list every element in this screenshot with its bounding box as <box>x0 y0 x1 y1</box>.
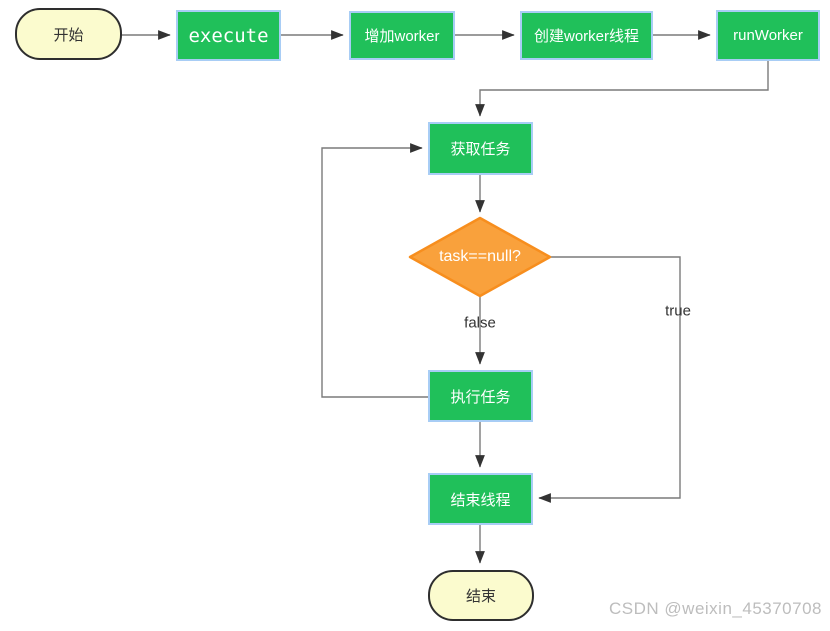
edge-decision-endthread-true <box>538 256 681 503</box>
csdn-watermark: CSDN @weixin_45370708 <box>609 599 822 618</box>
node-run-worker-label: runWorker <box>733 27 803 44</box>
node-execute-task: 执行任务 <box>428 370 533 422</box>
node-start: 开始 <box>15 8 122 60</box>
node-task-check-label: task==null? <box>439 248 521 265</box>
node-end: 结束 <box>428 570 534 621</box>
node-create-worker-thread: 创建worker线程 <box>520 11 653 60</box>
decision-diamond-shape <box>408 216 552 298</box>
node-run-worker: runWorker <box>716 10 820 61</box>
node-execute-label: execute <box>188 24 269 47</box>
node-task-check: task==null? <box>410 218 550 296</box>
node-start-label: 开始 <box>53 26 84 44</box>
node-end-label: 结束 <box>465 588 496 605</box>
node-end-thread: 结束线程 <box>428 473 533 525</box>
node-get-task: 获取任务 <box>428 122 533 175</box>
edge-label-true: true <box>665 302 691 320</box>
node-get-task-label: 获取任务 <box>450 141 511 158</box>
node-execute: execute <box>176 10 281 61</box>
edge-label-false: false <box>464 314 496 332</box>
node-create-worker-thread-label: 创建worker线程 <box>533 28 639 45</box>
edge-runworker-gettask <box>475 61 769 117</box>
node-end-thread-label: 结束线程 <box>450 491 511 509</box>
node-add-worker: 增加worker <box>349 11 455 60</box>
node-add-worker-label: 增加worker <box>364 28 440 45</box>
node-execute-task-label: 执行任务 <box>450 388 511 406</box>
edge-executetask-gettask-loop <box>321 143 428 398</box>
